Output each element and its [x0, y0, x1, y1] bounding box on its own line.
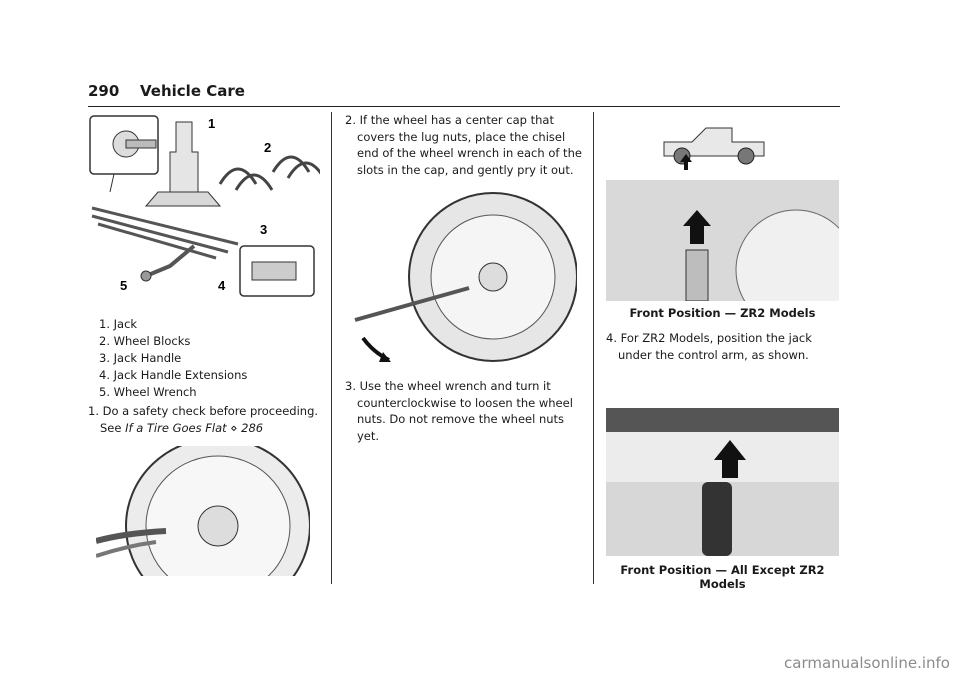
- legend-item: 4. Jack Handle Extensions: [99, 368, 248, 382]
- step-4: 4. For ZR2 Models, position the jack und…: [606, 331, 812, 362]
- wheel-wrench-illustration: [345, 192, 577, 362]
- step-1-reference-page[interactable]: 286: [241, 420, 264, 435]
- page-number: 290: [88, 82, 120, 100]
- step-1-text: 1. Do a safety check before proceeding. …: [88, 404, 319, 435]
- legend-item: 2. Wheel Blocks: [99, 334, 191, 348]
- except-zr2-caption: Front Position — All Except ZR2 Models: [620, 563, 825, 591]
- section-title: Vehicle Care: [140, 82, 245, 100]
- legend-item: 5. Wheel Wrench: [99, 385, 197, 399]
- zr2-truck-illustration: [658, 112, 770, 176]
- page-ref-icon: ⋄: [230, 420, 238, 435]
- parts-legend: 1. Jack 2. Wheel Blocks 3. Jack Handle 4…: [99, 316, 247, 401]
- zr2-caption: Front Position — ZR2 Models: [629, 306, 816, 320]
- step-2: 2. If the wheel has a center cap that co…: [345, 113, 582, 177]
- step-1-reference-link[interactable]: If a Tire Goes Flat: [125, 420, 227, 435]
- column-divider-right: [593, 112, 594, 584]
- legend-item: 3. Jack Handle: [99, 351, 182, 365]
- callout-1: 1: [208, 116, 215, 131]
- callout-3: 3: [260, 222, 267, 237]
- column-divider-left: [331, 112, 332, 584]
- step-1: 1. Do a safety check before proceeding. …: [88, 403, 324, 436]
- callout-2: 2: [264, 140, 271, 155]
- legend-item: 1. Jack: [99, 317, 138, 331]
- watermark: carmanualsonline.info: [784, 654, 950, 672]
- callout-4: 4: [218, 278, 226, 293]
- page-header: 290 Vehicle Care: [88, 82, 840, 107]
- center-cap-removal-illustration: [96, 446, 310, 576]
- callout-5: 5: [120, 278, 127, 293]
- except-zr2-jack-position-illustration: [606, 408, 839, 556]
- jack-tools-illustration: 1 2 3 4 5: [88, 112, 320, 302]
- step-3: 3. Use the wheel wrench and turn it coun…: [345, 379, 573, 443]
- zr2-jack-position-illustration: [606, 180, 839, 301]
